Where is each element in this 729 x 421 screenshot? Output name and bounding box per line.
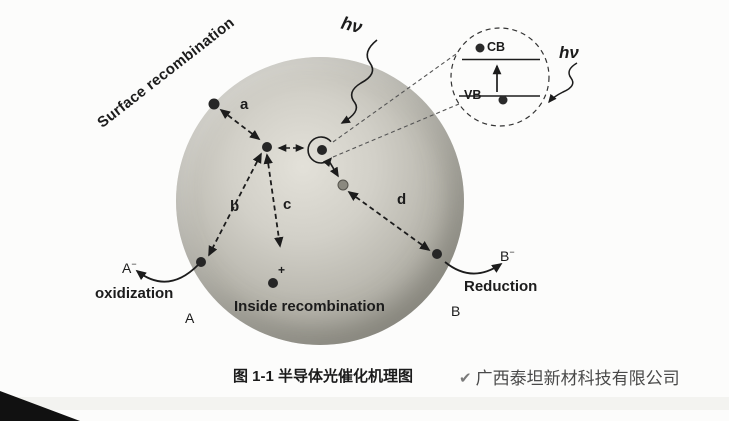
path-d-arrow (347, 190, 431, 252)
electron-dot-surface (208, 98, 220, 110)
reduction-curved-arrow (444, 261, 503, 275)
electron-dot-source (262, 142, 272, 152)
photon-squiggle-main (340, 39, 378, 124)
inset-cone-line-bottom (332, 103, 460, 158)
reduction-product-sup: − (509, 247, 515, 257)
electron-dot-right-surface (432, 249, 442, 259)
reduction-reactant-label: B (451, 303, 461, 319)
reduction-label: Reduction (464, 278, 538, 295)
oxidation-product-sup: − (131, 259, 137, 269)
watermark-logo-icon: ✔ (459, 370, 472, 388)
cb-label: CB (487, 40, 506, 54)
hole-plus-sign: + (278, 263, 286, 277)
path-c-arrow (263, 153, 284, 248)
hole-dot-inside (268, 278, 278, 288)
scan-artifact-band (0, 397, 729, 410)
oxidation-product-base: A (122, 260, 132, 276)
reduction-product-label: B− (500, 247, 515, 264)
path-d-label: d (397, 191, 407, 208)
reduction-product-base: B (500, 248, 510, 264)
figure-caption: 图 1-1 半导体光催化机理图 (233, 368, 414, 385)
electron-dot-center (317, 145, 327, 155)
inset-cone-line-top (332, 53, 457, 143)
oxidation-reactant-label: A (185, 310, 195, 326)
path-a-label: a (240, 96, 249, 113)
oxidation-product-label: A− (122, 259, 137, 276)
oxidization-label: oxidization (95, 285, 174, 302)
electron-transfer-arrow (328, 160, 339, 178)
inset-circle (450, 27, 550, 127)
path-b-label: b (230, 198, 240, 215)
vb-hole-dot (498, 95, 508, 105)
watermark-company-text: 广西泰坦新材科技有限公司 (475, 369, 680, 388)
hole-dot-left-surface (196, 257, 206, 267)
path-a-arrow (219, 108, 261, 141)
path-c-label: c (283, 196, 292, 213)
corner-triangle (0, 391, 80, 421)
excited-electron-circle-arrow (307, 136, 333, 168)
watermark: ✔ 广西泰坦新材科技有限公司 (459, 369, 680, 389)
vb-label: VB (464, 88, 482, 102)
carrier-dot-gray (337, 179, 349, 191)
cb-electron-dot (475, 43, 485, 53)
inside-recombination-label: Inside recombination (234, 298, 385, 315)
path-b-arrow (208, 152, 262, 257)
photon-label-inset: hν (559, 43, 579, 62)
oxidation-curved-arrow (135, 264, 199, 283)
photon-squiggle-inset (548, 62, 578, 104)
